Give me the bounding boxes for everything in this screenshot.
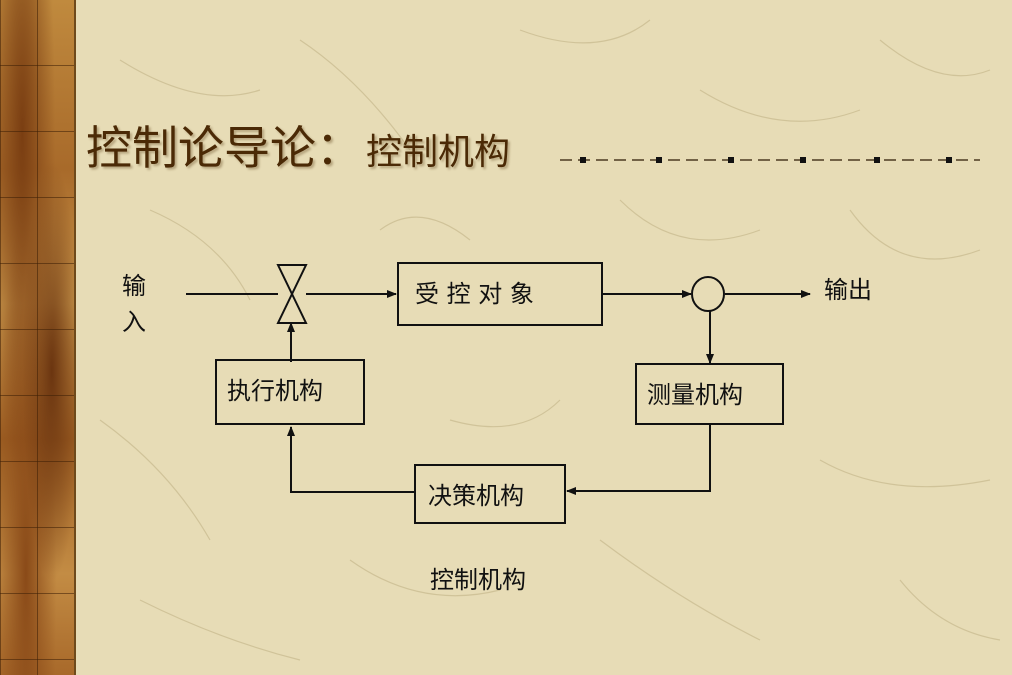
measurement-box: 测量机构	[635, 363, 784, 425]
page-title: 控制论导论：控制机构	[86, 112, 510, 178]
valve-icon	[276, 264, 308, 324]
decorative-side-strip	[0, 0, 76, 675]
actuator-box: 执行机构	[215, 359, 365, 425]
input-label-line2: 入	[122, 308, 146, 336]
decision-to-actuator-arrow	[287, 426, 415, 493]
decision-box: 决策机构	[414, 464, 566, 524]
measurement-to-decision-arrow	[566, 425, 711, 495]
decision-label: 决策机构	[428, 482, 524, 510]
title-sub: 控制机构	[366, 132, 511, 173]
output-label: 输出	[824, 276, 872, 304]
input-label-line1: 输	[122, 272, 146, 300]
title-main: 控制论导论：	[86, 121, 362, 175]
title-dotted-rule	[560, 157, 980, 163]
plant-box: 受 控 对 象	[397, 262, 603, 326]
measurement-label: 测量机构	[647, 381, 743, 409]
diagram-caption: 控制机构	[430, 566, 526, 594]
plant-label: 受 控 对 象	[415, 280, 534, 308]
summing-junction-icon	[691, 276, 725, 312]
actuator-label: 执行机构	[227, 377, 323, 405]
